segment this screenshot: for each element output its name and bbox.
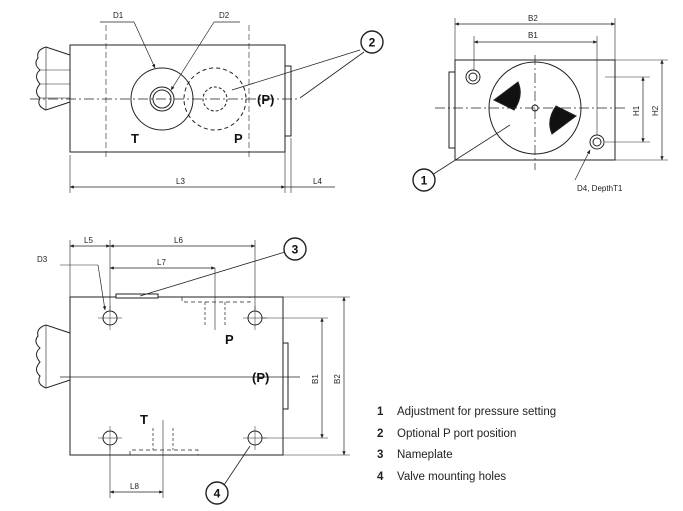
legend-number: 2 — [377, 427, 384, 440]
legend-number: 1 — [377, 406, 384, 418]
label-l8: L8 — [130, 482, 139, 491]
port-p-outer — [183, 67, 247, 131]
port-label-p-top: P — [225, 332, 234, 347]
label-h1: H1 — [632, 105, 641, 116]
legend-text: Adjustment for pressure setting — [397, 406, 557, 418]
legend-text: Nameplate — [397, 449, 453, 461]
adjustment-knob-front — [35, 46, 71, 111]
front-view — [30, 21, 365, 193]
legend-item: 2 Optional P port position — [377, 426, 556, 448]
port-label-p-front: P — [234, 131, 243, 146]
top-view — [35, 240, 350, 498]
knob-grip-lower — [549, 105, 577, 135]
port-label-optional-p-front: (P) — [257, 92, 274, 107]
legend: 1 Adjustment for pressure setting 2 Option… — [377, 404, 556, 490]
label-l7: L7 — [157, 258, 166, 267]
side-view — [431, 18, 668, 181]
port-label-optional-p-top: (P) — [252, 370, 269, 385]
label-d1: D1 — [113, 11, 124, 20]
label-b1-top: B1 — [311, 374, 320, 384]
knob-grip-upper — [493, 81, 521, 111]
legend-item: 3 Nameplate — [377, 447, 556, 469]
adjustment-knob-top — [35, 324, 71, 389]
port-t-outer — [130, 67, 194, 131]
callout-1-circle — [412, 168, 436, 192]
label-b1-side: B1 — [528, 31, 538, 40]
valve-body-front — [69, 44, 286, 153]
legend-number: 3 — [377, 449, 384, 461]
label-l5: L5 — [84, 236, 93, 245]
port-t-bore — [149, 86, 175, 112]
legend-item: 4 Valve mounting holes — [377, 469, 556, 491]
callout-1: 1 — [421, 174, 428, 188]
legend-text: Valve mounting holes — [397, 470, 507, 483]
label-b2-side: B2 — [528, 14, 538, 23]
legend-item: 1 Adjustment for pressure setting — [377, 404, 556, 426]
label-l6: L6 — [174, 236, 183, 245]
label-d2: D2 — [219, 11, 230, 20]
label-b2-top: B2 — [333, 374, 342, 384]
label-h2: H2 — [651, 105, 660, 116]
mount-hole-side-1 — [465, 69, 481, 85]
nameplate — [115, 293, 159, 299]
port-label-t-front: T — [131, 131, 139, 146]
label-l3: L3 — [176, 177, 185, 186]
legend-number: 4 — [377, 470, 384, 483]
callout-3: 3 — [292, 243, 299, 257]
callout-2: 2 — [369, 36, 376, 50]
label-l4: L4 — [313, 177, 322, 186]
port-label-t-top: T — [140, 412, 148, 427]
callout-2-circle — [360, 30, 384, 54]
callout-3-circle — [283, 237, 307, 261]
callout-4: 4 — [214, 487, 221, 501]
label-d3: D3 — [37, 255, 48, 264]
callout-4-circle — [205, 481, 229, 505]
label-d4-depth: D4, DepthT1 — [577, 184, 623, 193]
legend-text: Optional P port position — [397, 427, 517, 440]
